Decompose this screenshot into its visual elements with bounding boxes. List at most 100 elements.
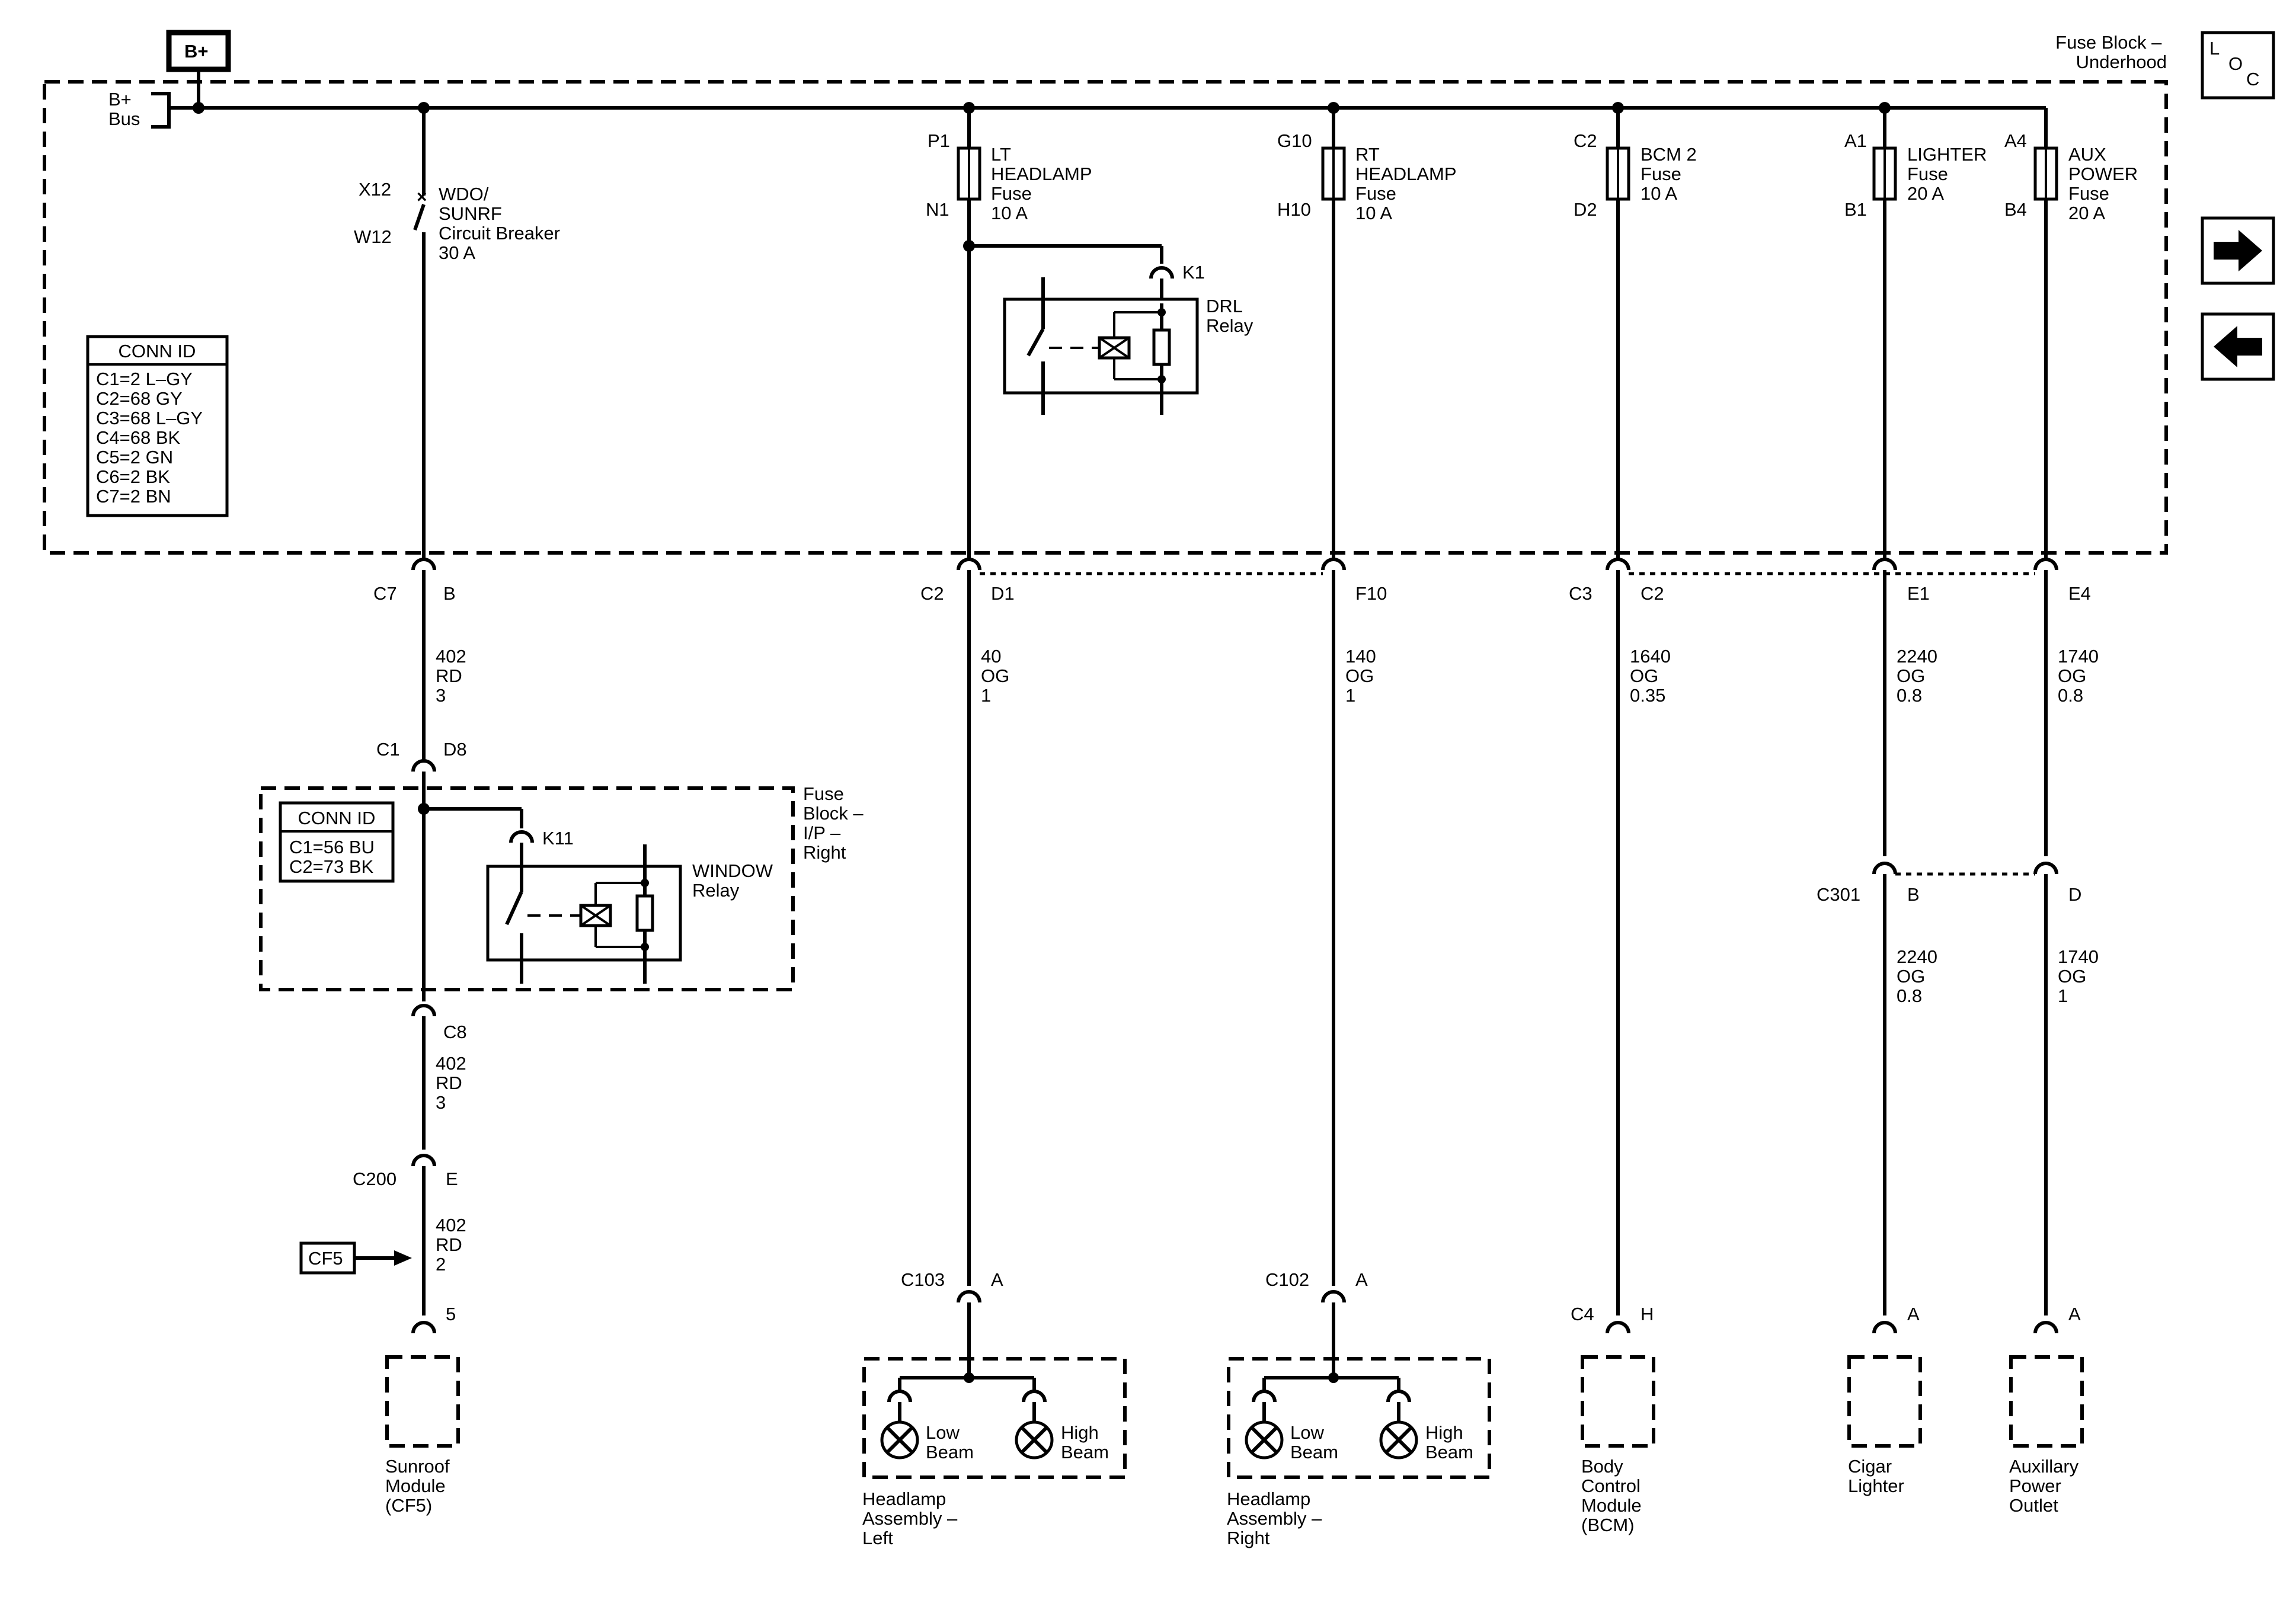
conn-c301-pin-d: D (2068, 884, 2081, 905)
fuse-lt-headlamp: P1 N1 LT HEADLAMP Fuse 10 A (926, 108, 1097, 558)
fuse-block-underhood-label: Fuse Block – Underhood (2055, 32, 2167, 72)
headlamp-left-bulbs: Low Beam High Beam (880, 1372, 1109, 1462)
wire-aux-2: 1740 OG 1 (2058, 946, 2104, 1006)
headlamp-assembly-left (862, 1357, 1127, 1479)
fuse-bcm-bottom-pin: D2 (1574, 199, 1597, 220)
conn-id-table-underhood: CONN ID C1=2 L–GY C2=68 GY C3=68 L–GY C4… (86, 335, 229, 517)
wire-aux-1: 1740 OG 0.8 (2058, 646, 2104, 706)
conn-c4-label: C4 (1571, 1304, 1594, 1324)
cigar-lighter-label: Cigar Lighter (1848, 1456, 1904, 1496)
body-control-module (1581, 1355, 1655, 1448)
conn-f10-pin: F10 (1355, 583, 1387, 604)
conn-c103-label: C103 (901, 1269, 945, 1290)
drl-relay: K1 DRL Relay (963, 240, 1253, 415)
fuse-aux-top-pin: A4 (2004, 130, 2027, 151)
conn-c4-pin: H (1641, 1304, 1654, 1324)
low-beam-label: Low Beam (926, 1422, 974, 1462)
wire-lt-headlamp: 40 OG 1 (981, 646, 1015, 706)
fuse-rt-top-pin: G10 (1277, 130, 1312, 151)
aux-pin: A (2068, 1304, 2081, 1324)
conn-c103-pin: A (991, 1269, 1003, 1290)
wire-bcm: 1640 OG 0.35 (1630, 646, 1676, 706)
lighter-pin: A (1907, 1304, 1920, 1324)
conn-id-title: CONN ID (119, 341, 196, 361)
conn-c2-pin: D1 (991, 583, 1015, 604)
low-beam-label: Low Beam (1290, 1422, 1338, 1462)
fuse-lighter: A1 B1 LIGHTER Fuse 20 A (1844, 108, 1992, 558)
wire-rt-headlamp: 140 OG 1 (1345, 646, 1381, 706)
sunroof-module (385, 1355, 460, 1448)
wire-sunroof-1: 402 RD 3 (436, 646, 471, 706)
connector-row-underhood (411, 558, 2058, 575)
conn-e1-pin: E1 (1907, 583, 1930, 604)
fuse-aux-power: A4 B4 AUX POWER Fuse 20 A (2004, 108, 2143, 558)
fuse-lighter-top-pin: A1 (1844, 130, 1867, 151)
drl-relay-label: DRL Relay (1206, 296, 1253, 336)
previous-page-button[interactable] (2201, 312, 2275, 381)
cf5-label: CF5 (308, 1248, 343, 1269)
wire-lighter-1: 2240 OG 0.8 (1897, 646, 1943, 706)
headlamp-assembly-right (1227, 1357, 1491, 1479)
conn-id-ip-rows: C1=56 BU C2=73 BK (289, 837, 380, 877)
conn-c200-label: C200 (353, 1169, 396, 1189)
conn-c1-pin: D8 (443, 739, 467, 760)
conn-c7-pin: B (443, 583, 456, 604)
next-page-button[interactable] (2201, 216, 2275, 285)
headlamp-right-bulbs: Low Beam High Beam (1245, 1372, 1473, 1462)
sunroof-pin: 5 (446, 1304, 456, 1324)
conn-c3-pin: C2 (1641, 583, 1664, 604)
conn-c200-pin: E (446, 1169, 458, 1189)
fuse-lighter-bottom-pin: B1 (1844, 199, 1867, 220)
b-plus-label: B+ (184, 41, 209, 62)
conn-c102-pin: A (1355, 1269, 1368, 1290)
wire-sunroof-2: 402 RD 3 (436, 1053, 471, 1113)
high-beam-label: High Beam (1061, 1422, 1109, 1462)
conn-c1-label: C1 (376, 739, 400, 760)
high-beam-label: High Beam (1425, 1422, 1473, 1462)
fuse-bcm-label: BCM 2 Fuse 10 A (1641, 144, 1702, 204)
fuse-rt-label: RT HEADLAMP Fuse 10 A (1355, 144, 1462, 223)
fuse-lt-label: LT HEADLAMP Fuse 10 A (991, 144, 1097, 223)
fuse-lt-bottom-pin: N1 (926, 199, 949, 220)
fuse-bcm-2: C2 D2 BCM 2 Fuse 10 A (1574, 108, 1702, 558)
fuse-block-ip-outline (259, 786, 795, 991)
loc-letter-l: L (2209, 38, 2220, 59)
fuse-block-ip-label: Fuse Block – I/P – Right (803, 783, 868, 863)
loc-button[interactable]: L O C (2201, 31, 2275, 100)
conn-c3-label: C3 (1569, 583, 1593, 604)
conn-c301-pin-b: B (1907, 884, 1920, 905)
conn-c7-label: C7 (373, 583, 397, 604)
fuse-lt-top-pin: P1 (928, 130, 950, 151)
b-plus-source: B+ (166, 30, 231, 108)
aux-outlet-label: Auxillary Power Outlet (2009, 1456, 2084, 1516)
conn-c301-label: C301 (1817, 884, 1860, 905)
wire-sunroof-3: 402 RD 2 (436, 1215, 471, 1275)
conn-c2-label: C2 (920, 583, 944, 604)
cf5-cross-reference[interactable]: CF5 (299, 1241, 412, 1275)
bcm-label: Body Control Module (BCM) (1581, 1456, 1646, 1535)
drl-pin: K1 (1182, 262, 1205, 283)
loc-letter-o: O (2228, 53, 2243, 74)
breaker-top-pin: X12 (359, 179, 391, 200)
wdo-sunrf-circuit-breaker: × X12 W12 WDO/ SUNRF Circuit Breaker 30 … (354, 108, 560, 558)
fuse-rt-bottom-pin: H10 (1277, 199, 1311, 220)
conn-c8-pin: C8 (443, 1022, 467, 1042)
svg-text:×: × (417, 187, 427, 207)
conn-id-table-ip: CONN ID C1=56 BU C2=73 BK (279, 801, 395, 883)
cigar-lighter (1847, 1355, 1922, 1448)
conn-e4-pin: E4 (2068, 583, 2091, 604)
fuse-lighter-label: LIGHTER Fuse 20 A (1907, 144, 1992, 204)
auxiliary-power-outlet (2009, 1355, 2084, 1448)
window-relay: K11 WINDOW Relay (424, 807, 773, 984)
breaker-bottom-pin: W12 (354, 226, 392, 247)
wire-lighter-2: 2240 OG 0.8 (1897, 946, 1943, 1006)
left-arrow-icon (2214, 326, 2262, 367)
conn-id-ip-title: CONN ID (298, 808, 376, 828)
conn-id-rows: C1=2 L–GY C2=68 GY C3=68 L–GY C4=68 BK C… (96, 369, 207, 507)
fuse-rt-headlamp: G10 H10 RT HEADLAMP Fuse 10 A (1277, 108, 1462, 558)
loc-letter-c: C (2246, 69, 2259, 89)
fuse-block-underhood-outline (43, 80, 2168, 555)
b-plus-bus-label: B+ Bus (108, 89, 140, 129)
fuse-aux-label: AUX POWER Fuse 20 A (2068, 144, 2143, 223)
